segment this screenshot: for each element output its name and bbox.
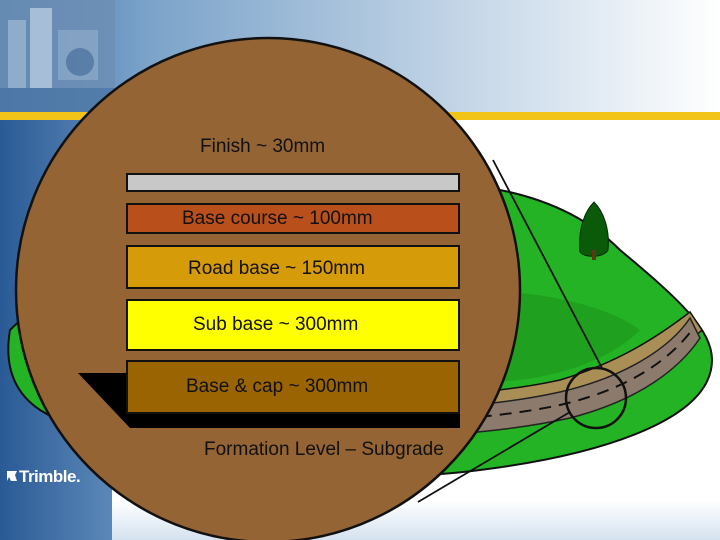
- tree: [579, 201, 609, 260]
- formation-label: Formation Level – Subgrade: [204, 439, 444, 460]
- road-base-label: Road base ~ 150mm: [188, 258, 365, 279]
- magnifier-line-bottom: [417, 411, 571, 503]
- trimble-logo: Trimble.: [6, 464, 90, 490]
- finish-label: Finish ~ 30mm: [200, 136, 326, 157]
- trimble-logo-text: Trimble.: [19, 467, 81, 486]
- trimble-logo-icon: [6, 465, 18, 481]
- sub-base-layer: [126, 299, 460, 351]
- magnifier-line-top: [492, 159, 603, 369]
- base-cap-layer: [126, 360, 460, 414]
- construction-photo: [0, 0, 115, 112]
- base-cap-label: Base & cap ~ 300mm: [186, 376, 369, 397]
- sub-base-label: Sub base ~ 300mm: [193, 314, 359, 335]
- magnifier-small-circle: [564, 366, 628, 430]
- road-base-layer: [126, 245, 460, 289]
- base-course-layer: [126, 203, 460, 234]
- base-course-label: Base course ~ 100mm: [182, 208, 373, 229]
- finish-layer: [126, 173, 460, 192]
- magnifier-big-circle: [14, 36, 522, 540]
